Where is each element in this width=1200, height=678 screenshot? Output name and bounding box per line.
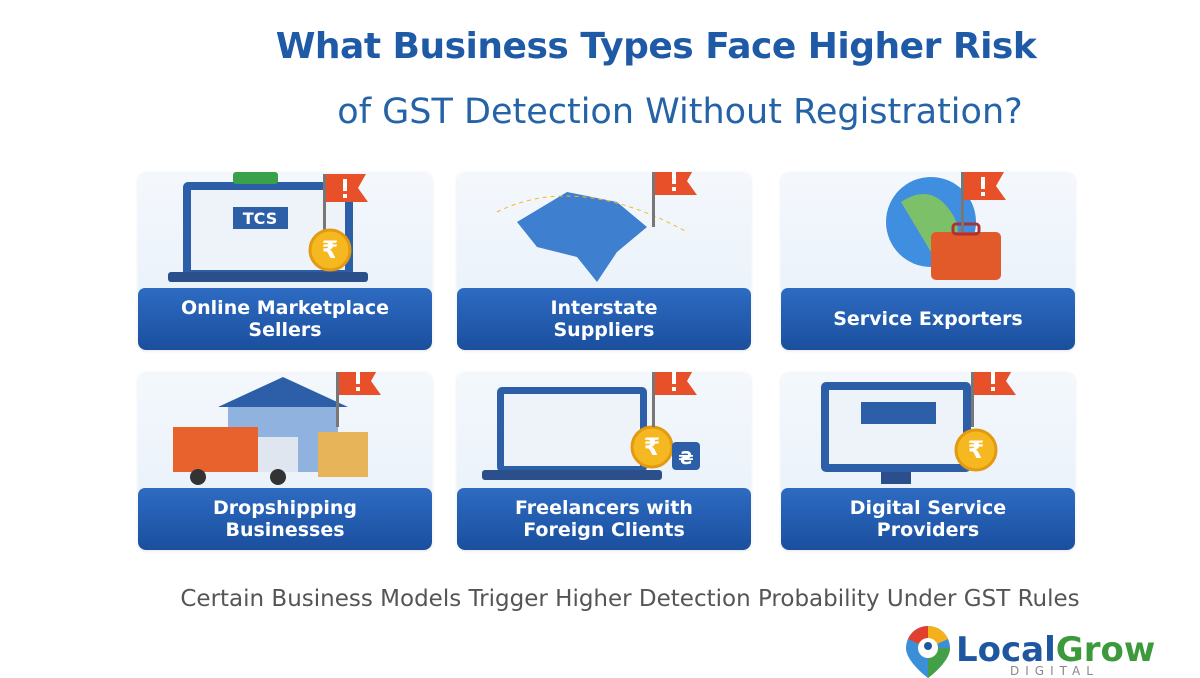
card-label: Interstate Suppliers: [457, 288, 751, 350]
card-label: Freelancers with Foreign Clients: [457, 488, 751, 550]
business-type-card: TCS ₹ Online Marketplace Sellers: [138, 172, 432, 350]
business-type-card: ₹₴Freelancers with Foreign Clients: [457, 372, 751, 550]
rupee-coin-icon: ₹: [308, 228, 352, 272]
warning-flag-icon: [971, 372, 1016, 427]
svg-text:₴: ₴: [678, 448, 693, 469]
card-label: Dropshipping Businesses: [138, 488, 432, 550]
subtitle: Certain Business Models Trigger Higher D…: [180, 586, 1080, 612]
svg-text:TCS: TCS: [243, 209, 277, 228]
globe-briefcase-icon: [886, 172, 1006, 280]
business-type-card: ₹ Digital Service Providers: [781, 372, 1075, 550]
monitor-coins-icon: ₹: [821, 372, 1016, 484]
svg-text:₹: ₹: [322, 236, 339, 264]
warning-flag-icon: [652, 372, 697, 427]
truck-warehouse-icon: [173, 372, 381, 485]
laptop-rupee-icon: TCS ₹: [168, 172, 368, 282]
card-label: Online Marketplace Sellers: [138, 288, 432, 350]
card-label: Digital Service Providers: [781, 488, 1075, 550]
warning-flag-icon: [323, 174, 368, 234]
business-type-card: Service Exporters: [781, 172, 1075, 350]
laptop-coin-icon: ₹₴: [482, 372, 700, 480]
rupee-coin-icon: ₹: [954, 428, 998, 472]
card-label: Service Exporters: [781, 288, 1075, 350]
warning-flag-icon: [652, 172, 697, 227]
warning-flag-icon: [961, 172, 1006, 232]
location-pin-logo-icon: [906, 626, 950, 678]
india-map-icon: [496, 172, 697, 282]
rupee-coin-icon: ₹: [630, 425, 674, 469]
business-type-card: Dropshipping Businesses: [138, 372, 432, 550]
svg-text:₹: ₹: [644, 433, 661, 461]
logo-local: Local: [956, 630, 1056, 670]
warning-flag-icon: [336, 372, 381, 427]
logo-tag: DIGITAL: [1010, 664, 1099, 678]
svg-text:₹: ₹: [968, 436, 985, 464]
title-line-2: of GST Detection Without Registration?: [337, 92, 1023, 132]
title-line-1: What Business Types Face Higher Risk: [275, 26, 1037, 67]
logo-grow: Grow: [1055, 630, 1156, 670]
business-type-card: Interstate Suppliers: [457, 172, 751, 350]
